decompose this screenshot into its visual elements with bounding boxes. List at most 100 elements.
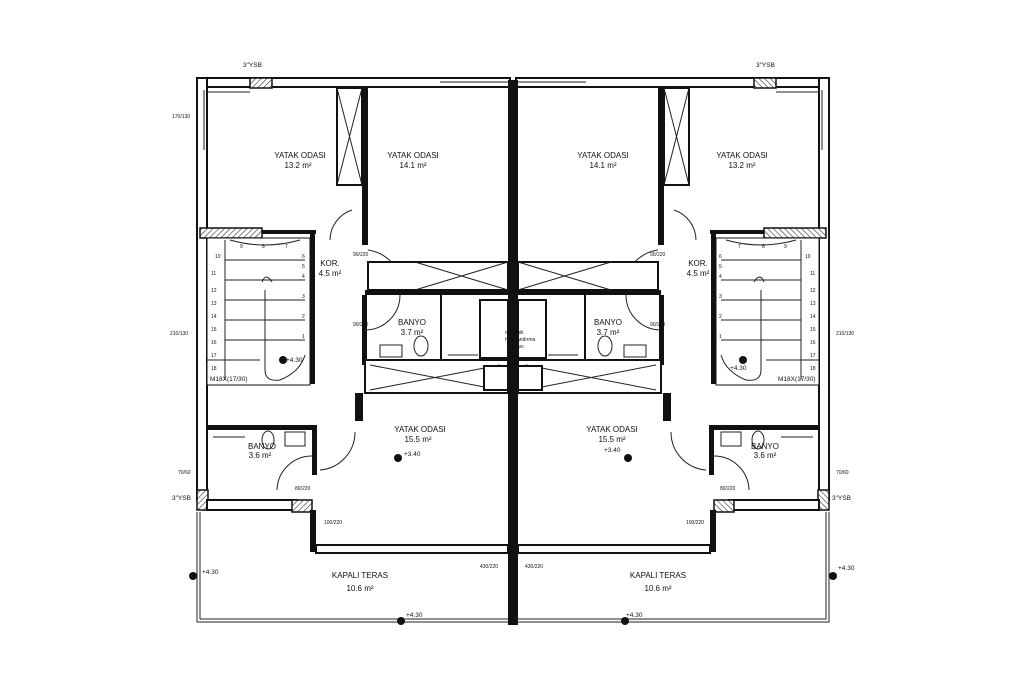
ysb-label: 3"YSB <box>172 495 191 502</box>
svg-text:17: 17 <box>211 353 217 359</box>
svg-text:7: 7 <box>738 244 741 250</box>
window-tag: 170/130 <box>172 114 190 120</box>
door-tag: 430/220 <box>525 564 543 570</box>
room-name: YATAK ODASI <box>716 151 768 160</box>
level-mark: +4.30 <box>838 565 855 572</box>
ysb-label: 3"YSB <box>756 62 775 69</box>
room-area: 4.5 m² <box>687 269 710 278</box>
door-tag: 100/220 <box>686 520 704 526</box>
svg-text:havalandırma: havalandırma <box>505 337 536 343</box>
left-unit-labels: YATAK ODASI 13.2 m² YATAK ODASI 14.1 m² … <box>170 62 498 619</box>
svg-text:3: 3 <box>302 294 305 300</box>
level-mark: +4.30 <box>202 569 219 576</box>
room-name: YATAK ODASI <box>394 425 446 434</box>
svg-text:1: 1 <box>302 334 305 340</box>
room-area: 10.6 m² <box>644 584 671 593</box>
svg-text:16: 16 <box>810 340 816 346</box>
room-area: 3.7 m² <box>401 328 424 337</box>
svg-text:9: 9 <box>240 244 243 250</box>
level-mark: +4.30 <box>626 612 643 619</box>
room-name: KAPALI TERAS <box>630 571 686 580</box>
svg-text:18: 18 <box>810 366 816 372</box>
room-area: 3.6 m² <box>754 451 777 460</box>
room-area: 3.6 m² <box>249 451 272 460</box>
door-tag: 80/220 <box>295 486 311 492</box>
svg-text:14: 14 <box>810 314 816 320</box>
window-tag: 70/60 <box>178 470 191 476</box>
room-name: BANYO <box>398 318 426 327</box>
ysb-label: 3"YSB <box>832 495 851 502</box>
door-tag: 100/220 <box>324 520 342 526</box>
svg-text:7: 7 <box>285 244 288 250</box>
room-area: 15.5 m² <box>598 435 625 444</box>
window-tag: 70/60 <box>836 470 849 476</box>
room-name: YATAK ODASI <box>586 425 638 434</box>
door-tag: 80/220 <box>720 486 736 492</box>
svg-text:15: 15 <box>211 327 217 333</box>
svg-text:bacası: bacası <box>509 344 524 350</box>
svg-text:12: 12 <box>211 288 217 294</box>
svg-text:6: 6 <box>302 254 305 260</box>
level-mark: +4.30 <box>406 612 423 619</box>
level-mark: +3.40 <box>404 451 421 458</box>
svg-text:5: 5 <box>719 264 722 270</box>
ventilation-shaft-label: mekanik havalandırma bacası <box>505 330 536 350</box>
room-name: BANYO <box>594 318 622 327</box>
window-tag: 210/130 <box>170 331 188 337</box>
unit-right <box>507 77 838 626</box>
ysb-label: 3"YSB <box>243 62 262 69</box>
level-mark: +4.30 <box>730 365 747 372</box>
room-name: KOR. <box>320 259 340 268</box>
room-area: 10.6 m² <box>346 584 373 593</box>
room-name: BANYO <box>248 442 276 451</box>
room-name: KOR. <box>688 259 708 268</box>
svg-text:13: 13 <box>810 301 816 307</box>
svg-text:18: 18 <box>211 366 217 372</box>
svg-text:5: 5 <box>302 264 305 270</box>
door-tag: 90/220 <box>650 322 666 328</box>
room-area: 15.5 m² <box>404 435 431 444</box>
svg-text:15: 15 <box>810 327 816 333</box>
room-area: 13.2 m² <box>284 161 311 170</box>
stair-spec: M18X(17/30) <box>778 376 816 383</box>
svg-text:8: 8 <box>262 244 265 250</box>
svg-text:9: 9 <box>784 244 787 250</box>
room-area: 14.1 m² <box>399 161 426 170</box>
svg-text:4: 4 <box>719 274 722 280</box>
door-tag: 90/220 <box>650 252 666 258</box>
svg-text:2: 2 <box>302 314 305 320</box>
svg-text:8: 8 <box>762 244 765 250</box>
right-unit-labels: YATAK ODASI 14.1 m² YATAK ODASI 13.2 m² … <box>525 62 855 619</box>
room-name: YATAK ODASI <box>274 151 326 160</box>
svg-text:17: 17 <box>810 353 816 359</box>
door-tag: 90/220 <box>353 252 369 258</box>
room-area: 13.2 m² <box>728 161 755 170</box>
level-mark: +4.30 <box>286 357 303 364</box>
stair-steps-left: 1 2 3 4 5 6 7 8 9 10 11 12 13 14 15 16 1… <box>211 244 305 372</box>
room-name: YATAK ODASI <box>577 151 629 160</box>
svg-text:13: 13 <box>211 301 217 307</box>
unit-left <box>188 77 519 626</box>
svg-text:11: 11 <box>211 271 216 277</box>
stair-spec: M18X(17/30) <box>210 376 248 383</box>
svg-text:10: 10 <box>215 254 221 260</box>
door-tag: 90/220 <box>353 322 369 328</box>
window-tag: 210/130 <box>836 331 854 337</box>
door-tag: 430/220 <box>480 564 498 570</box>
room-name: YATAK ODASI <box>387 151 439 160</box>
room-area: 3.7 m² <box>597 328 620 337</box>
svg-text:4: 4 <box>302 274 305 280</box>
svg-text:11: 11 <box>810 271 815 277</box>
room-name: KAPALI TERAS <box>332 571 388 580</box>
svg-text:3: 3 <box>719 294 722 300</box>
svg-text:1: 1 <box>719 334 722 340</box>
svg-text:6: 6 <box>719 254 722 260</box>
svg-text:12: 12 <box>810 288 816 294</box>
room-area: 14.1 m² <box>589 161 616 170</box>
room-area: 4.5 m² <box>319 269 342 278</box>
level-mark: +3.40 <box>604 447 621 454</box>
room-name: BANYO <box>751 442 779 451</box>
svg-text:10: 10 <box>805 254 811 260</box>
svg-text:16: 16 <box>211 340 217 346</box>
